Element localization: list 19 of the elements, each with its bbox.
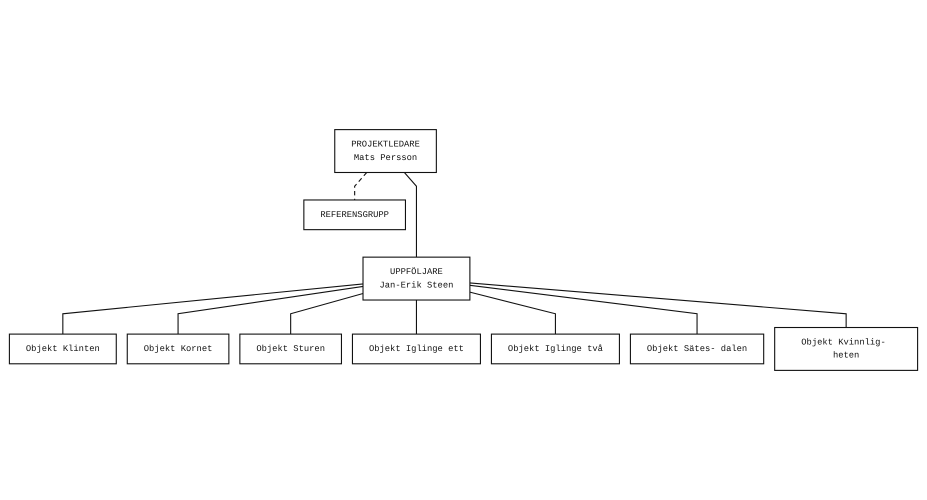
node-box: Objekt Sturen (239, 334, 342, 364)
connector (416, 300, 417, 334)
node-box: REFERENSGRUPP (303, 199, 406, 230)
connector (290, 293, 364, 334)
connector (470, 292, 556, 334)
connector (354, 172, 368, 200)
connector (178, 286, 364, 334)
connector (62, 283, 364, 334)
node-box: Objekt Kornet (126, 334, 230, 364)
node-box: Objekt Iglinge ett (352, 334, 481, 364)
node-box: Objekt Kvinnlig- heten (774, 326, 918, 371)
connector (404, 172, 417, 258)
node-box: PROJEKTLEDARE Mats Persson (334, 129, 437, 174)
node-box: Objekt Iglinge två (490, 334, 620, 364)
connector (470, 284, 698, 334)
node-box: UPPFÖLJARE Jan-Erik Steen (362, 256, 470, 301)
connector (470, 282, 847, 328)
node-box: Objekt Klinten (8, 334, 117, 364)
node-box: Objekt Sätes- dalen (630, 334, 764, 364)
